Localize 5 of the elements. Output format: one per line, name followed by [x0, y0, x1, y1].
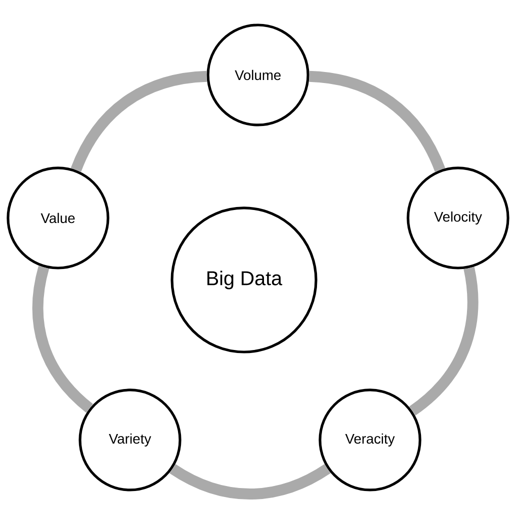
- ring-segment: [308, 70, 446, 172]
- ring-segment: [409, 267, 478, 416]
- ring-segment: [170, 464, 330, 500]
- ring-segment: [70, 70, 208, 172]
- ring-segment: [32, 266, 94, 413]
